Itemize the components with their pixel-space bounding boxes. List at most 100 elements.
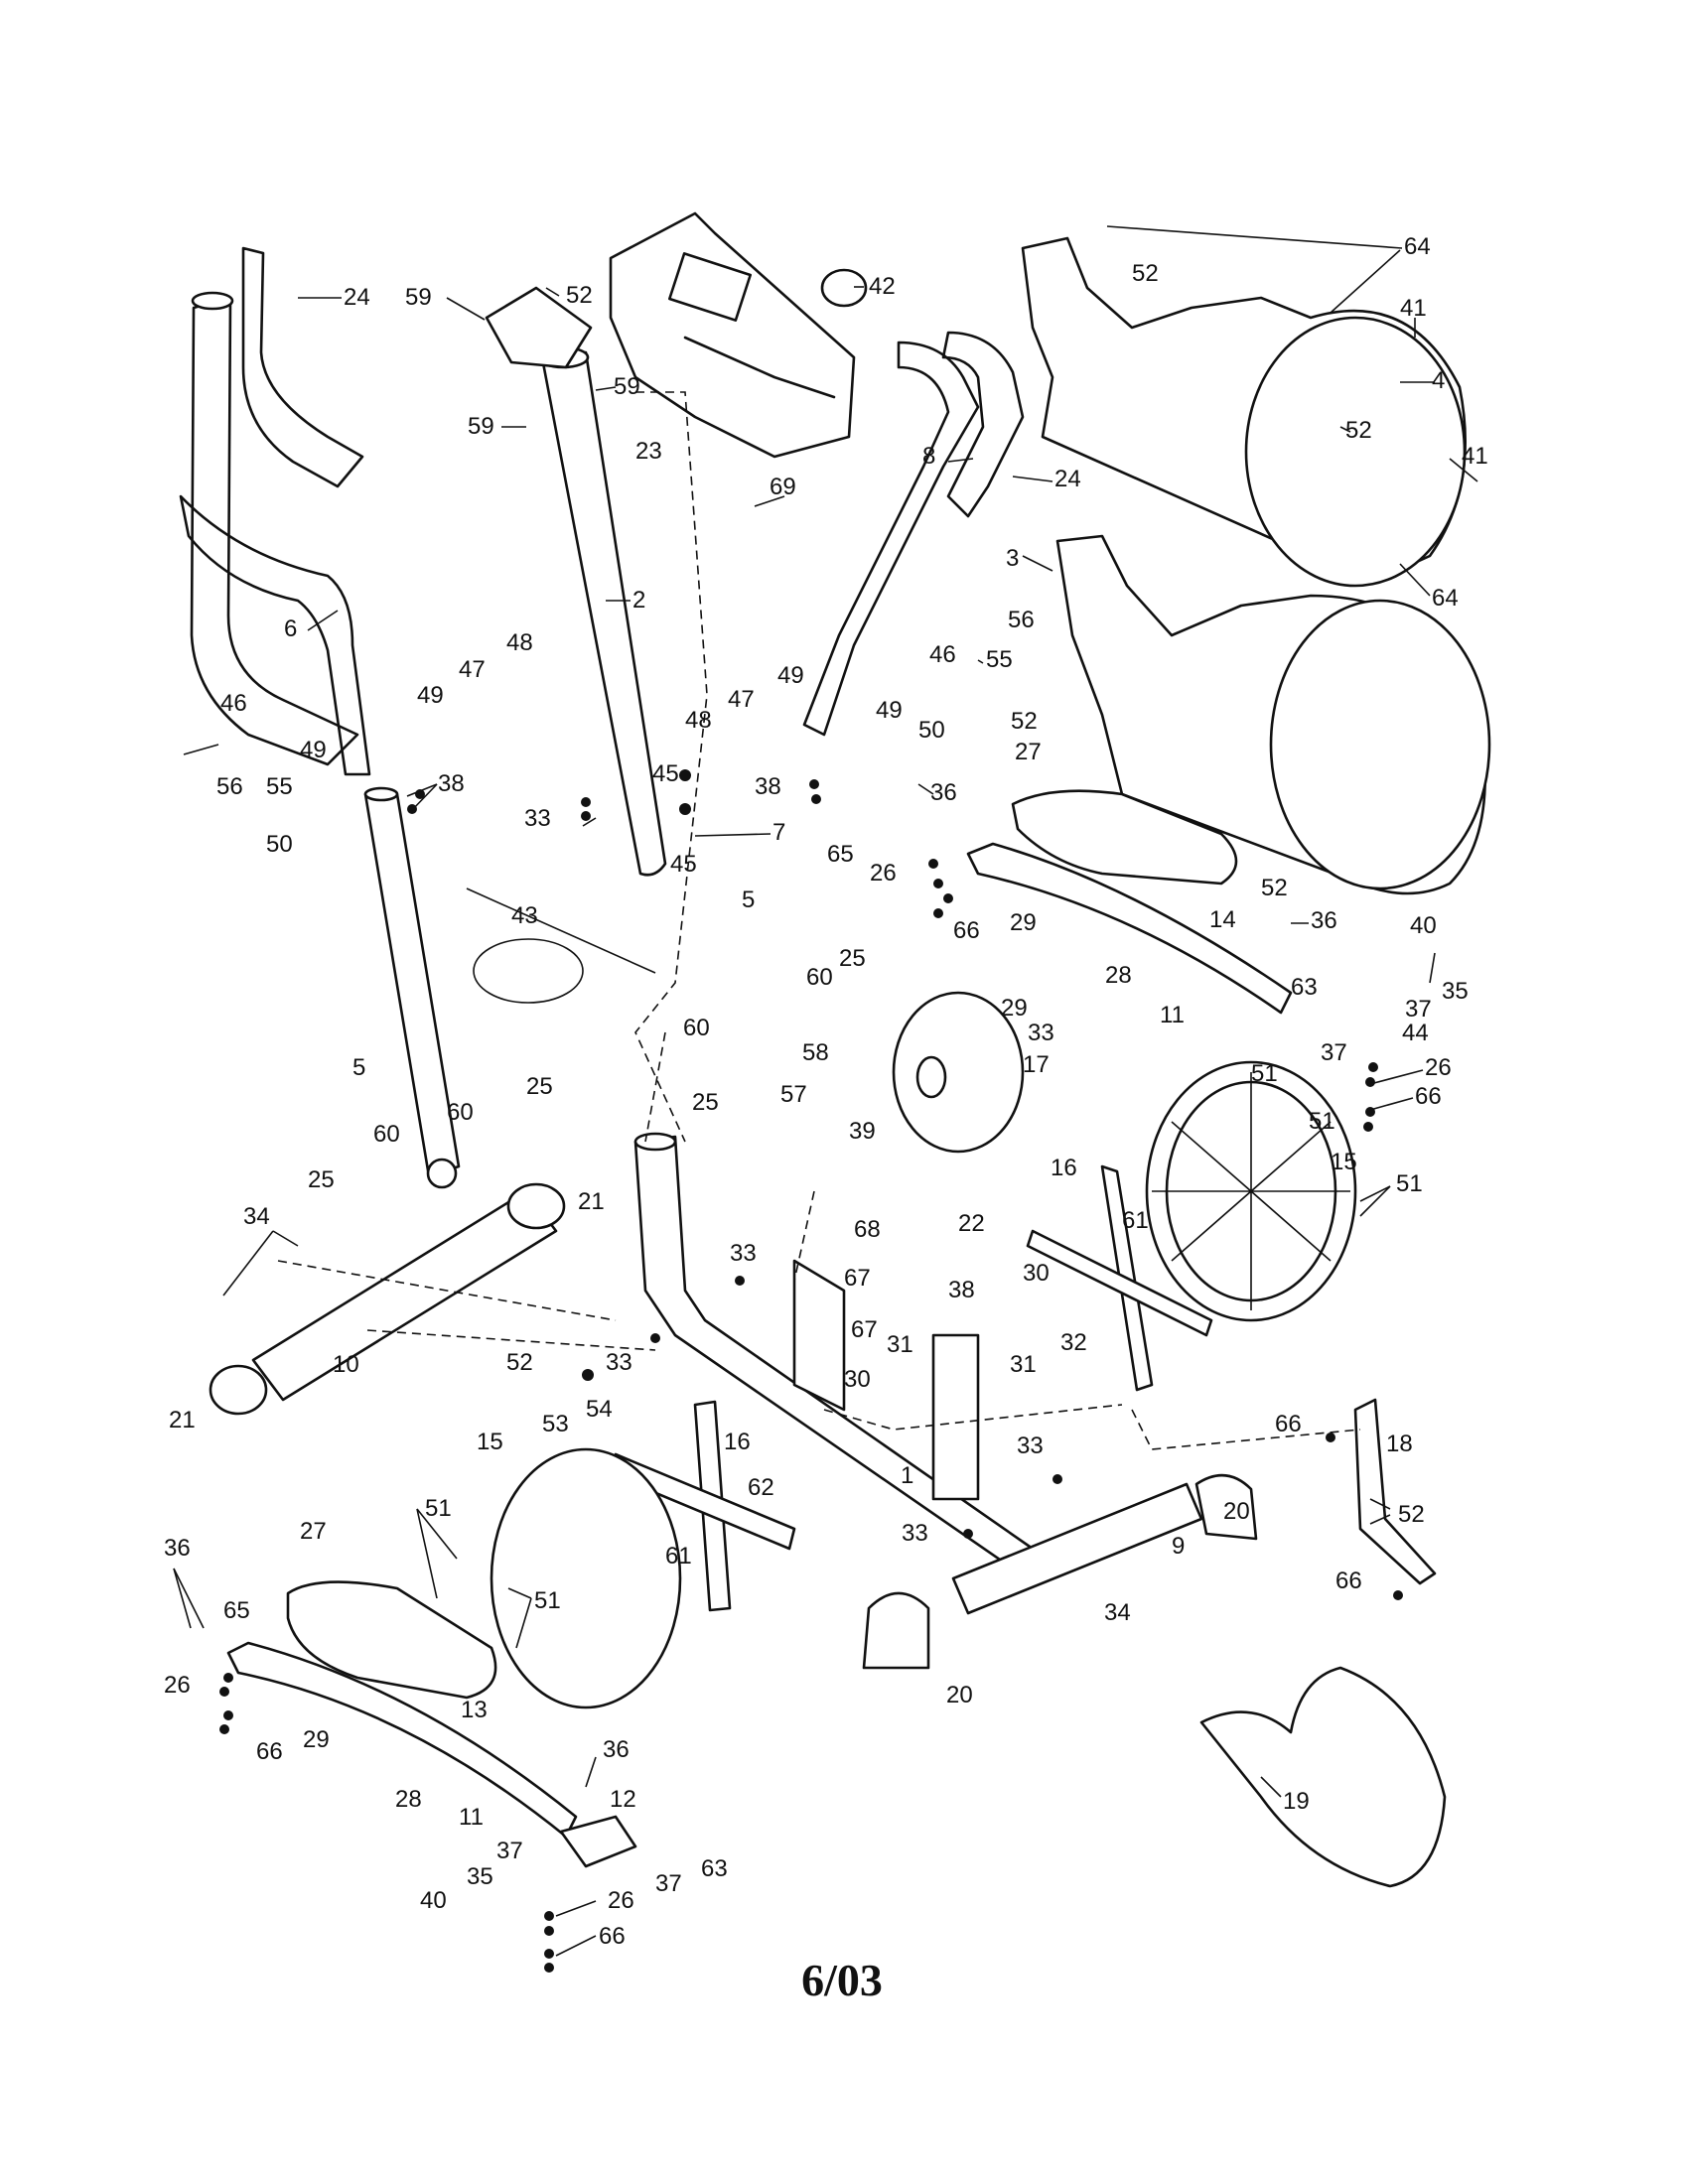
callout-65: 65 [223, 1597, 250, 1624]
cable [466, 887, 656, 1004]
callout-47: 47 [459, 656, 486, 683]
callout-25: 25 [692, 1089, 719, 1116]
callout-22: 22 [958, 1210, 985, 1237]
callout-52: 52 [1345, 417, 1372, 444]
callout-56: 56 [1008, 607, 1035, 633]
callout-42: 42 [869, 273, 896, 300]
callout-1: 1 [901, 1462, 913, 1489]
callout-51: 51 [1309, 1108, 1335, 1135]
upright-post [485, 286, 667, 877]
callout-49: 49 [300, 737, 327, 763]
callout-52: 52 [1132, 260, 1159, 287]
callout-3: 3 [1006, 545, 1019, 572]
callout-26: 26 [1425, 1054, 1452, 1081]
callout-26: 26 [870, 860, 897, 887]
callout-52: 52 [1011, 708, 1038, 735]
callout-50: 50 [918, 717, 945, 744]
callout-9: 9 [1172, 1533, 1185, 1560]
callout-33: 33 [1028, 1020, 1054, 1046]
bracket [1353, 1398, 1437, 1585]
callout-38: 38 [755, 773, 781, 800]
callout-66: 66 [1415, 1083, 1442, 1110]
callout-26: 26 [608, 1887, 634, 1914]
callout-17: 17 [1023, 1051, 1050, 1078]
callout-16: 16 [1051, 1155, 1077, 1181]
callout-59: 59 [405, 284, 432, 311]
callout-26: 26 [164, 1672, 191, 1699]
callout-64: 64 [1432, 585, 1459, 612]
callout-32: 32 [1060, 1329, 1087, 1356]
callout-69: 69 [770, 474, 796, 500]
callout-30: 30 [844, 1366, 871, 1393]
lower-arm-left [363, 786, 461, 1189]
callout-47: 47 [728, 686, 755, 713]
upper-arm-left [179, 494, 371, 776]
callout-40: 40 [1410, 912, 1437, 939]
pulley-disk [892, 991, 1025, 1154]
callout-37: 37 [1321, 1039, 1347, 1066]
callout-60: 60 [806, 964, 833, 991]
shroud-lower [1055, 534, 1491, 895]
pedal-right [1011, 789, 1238, 886]
callout-33: 33 [1017, 1433, 1044, 1459]
callout-25: 25 [839, 945, 866, 972]
callout-53: 53 [542, 1411, 569, 1437]
callout-50: 50 [266, 831, 293, 858]
flywheel [1145, 1060, 1357, 1322]
callout-63: 63 [1291, 974, 1318, 1001]
hardware-fasteners [219, 769, 1403, 1973]
callout-29: 29 [303, 1726, 330, 1753]
callout-5: 5 [742, 887, 755, 913]
callout-66: 66 [1275, 1411, 1302, 1437]
callout-66: 66 [953, 917, 980, 944]
callout-48: 48 [506, 629, 533, 656]
main-frame [633, 1132, 1035, 1570]
pedal-arm-right [966, 842, 1293, 1015]
callout-36: 36 [164, 1535, 191, 1562]
callout-labels: 24 59 52 42 64 52 41 59 59 23 4 52 41 8 … [164, 233, 1488, 1950]
callout-20: 20 [1223, 1498, 1250, 1525]
pedal-arm-left [226, 1641, 637, 1868]
callout-51: 51 [1251, 1060, 1278, 1087]
callout-55: 55 [266, 773, 293, 800]
callout-23: 23 [635, 438, 662, 465]
callout-13: 13 [461, 1697, 488, 1723]
callout-59: 59 [614, 373, 640, 400]
callout-38: 38 [438, 770, 465, 797]
console [609, 211, 868, 459]
callout-8: 8 [922, 443, 935, 470]
callout-49: 49 [417, 682, 444, 709]
callout-6: 6 [284, 615, 297, 642]
callout-11: 11 [459, 1804, 484, 1831]
callout-25: 25 [526, 1073, 553, 1100]
callout-60: 60 [683, 1015, 710, 1041]
callout-15: 15 [1331, 1149, 1357, 1175]
callout-41: 41 [1462, 443, 1488, 470]
callout-58: 58 [802, 1039, 829, 1066]
callout-4: 4 [1432, 367, 1445, 394]
callout-52: 52 [506, 1349, 533, 1376]
callout-59: 59 [468, 413, 494, 440]
callout-31: 31 [1010, 1351, 1037, 1378]
callout-34: 34 [243, 1203, 270, 1230]
callout-51: 51 [425, 1495, 452, 1522]
shroud-upper [1021, 236, 1468, 588]
callout-39: 39 [849, 1118, 876, 1145]
callout-5: 5 [352, 1054, 365, 1081]
callout-35: 35 [467, 1863, 493, 1890]
front-stabilizer [209, 1182, 566, 1416]
callout-21: 21 [169, 1407, 196, 1433]
callout-33: 33 [524, 805, 551, 832]
callout-60: 60 [447, 1099, 474, 1126]
callout-27: 27 [1015, 739, 1042, 765]
callout-14: 14 [1209, 906, 1236, 933]
callout-31: 31 [887, 1331, 913, 1358]
callout-37: 37 [496, 1838, 523, 1864]
callout-66: 66 [599, 1923, 626, 1950]
callout-28: 28 [1105, 962, 1132, 989]
callout-49: 49 [777, 662, 804, 689]
callout-45: 45 [652, 760, 679, 787]
callout-27: 27 [300, 1518, 327, 1545]
callout-30: 30 [1023, 1260, 1050, 1287]
